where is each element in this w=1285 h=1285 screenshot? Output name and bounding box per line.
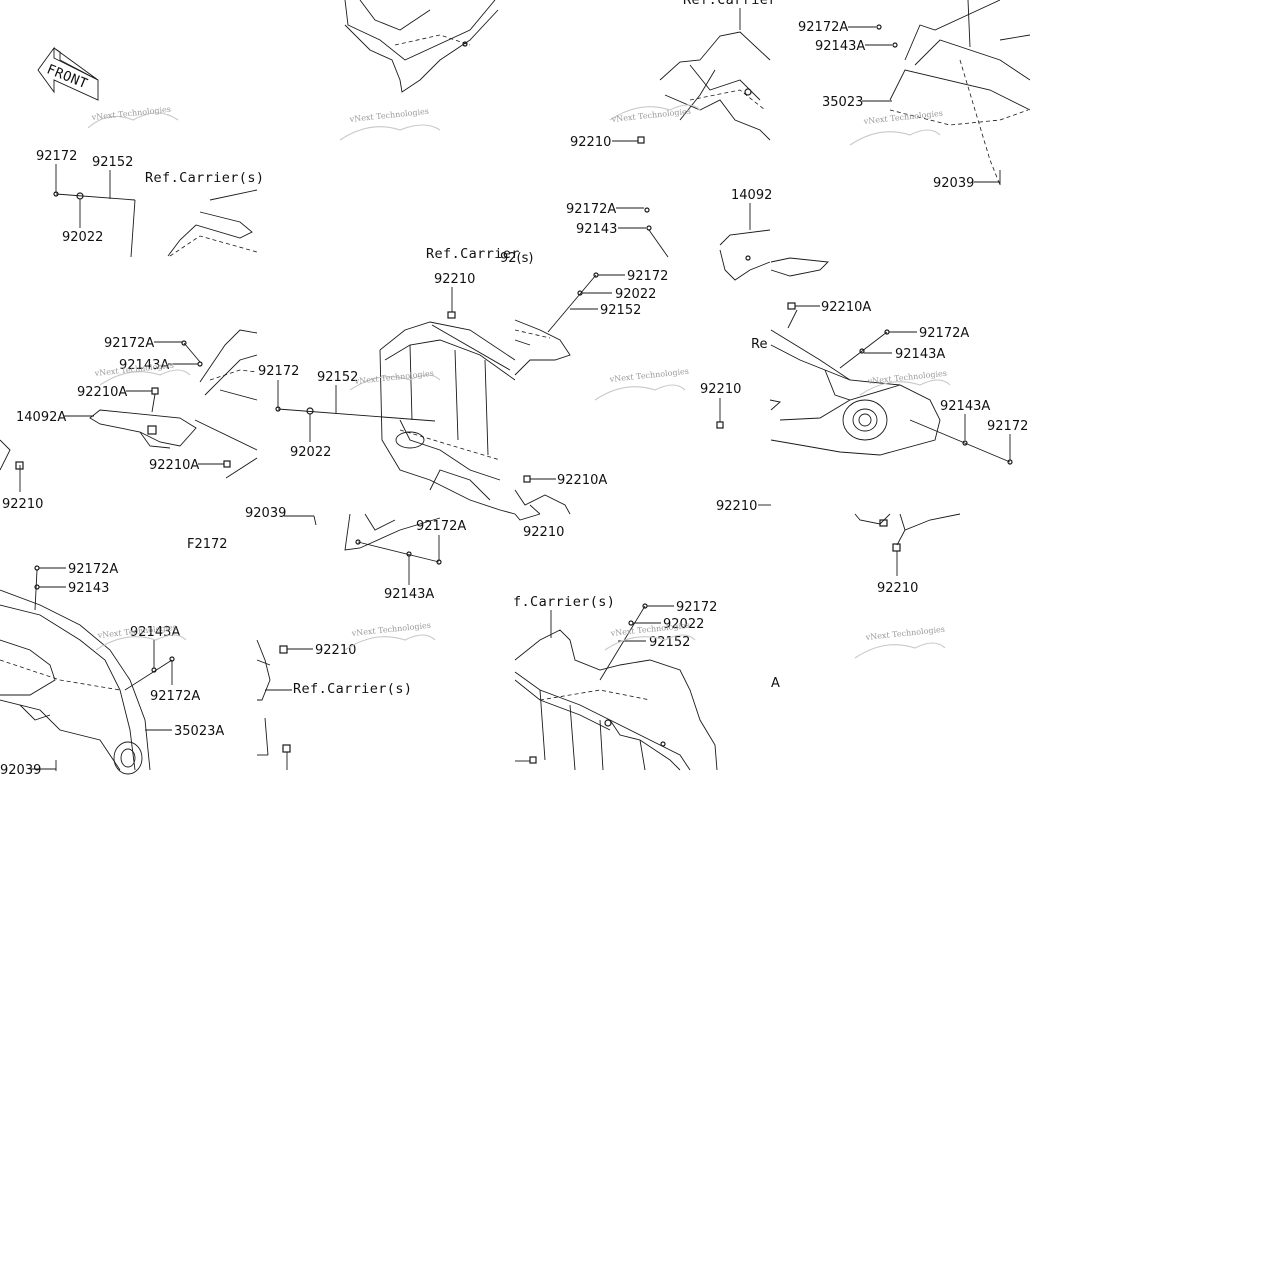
part-label-92172A: 92172A	[798, 20, 848, 35]
part-label-92172: 92172	[676, 600, 717, 615]
part-label-92143A: 92143A	[119, 358, 169, 373]
part-label-92210: 92210	[434, 272, 475, 287]
part-label-92210: 92210	[716, 499, 757, 514]
carrier-fragment-row3-middle-right: f.Carrier(s) 92172 92022 92152 vNext Tec…	[513, 594, 718, 771]
part-label-92143: 92143	[576, 222, 617, 237]
carrier-fragment-row2-middle: Ref.Carrier 92210 92172 92152 92022 vNex…	[187, 246, 520, 552]
part-label-92172A: 92172A	[416, 519, 466, 534]
part-label-92143A: 92143A	[895, 347, 945, 362]
part-label-92210A: 92210A	[77, 385, 127, 400]
figure-code: F2172	[187, 537, 228, 552]
part-label-92039: 92039	[0, 763, 41, 778]
part-label-92210A: 92210A	[557, 473, 607, 488]
part-label-92022: 92022	[62, 230, 103, 245]
part-label-14092A: 14092A	[16, 410, 66, 425]
part-label-92022: 92022	[615, 287, 656, 302]
part-label-92143A: 92143A	[815, 39, 865, 54]
part-label-92172A-b: 92172	[987, 419, 1028, 434]
carrier-fragment-row3-middle: 92172A 92143A	[344, 513, 466, 602]
part-label-92152: 92152	[317, 370, 358, 385]
part-label-92172A: 92172A	[150, 689, 200, 704]
part-label-92022: 92022	[290, 445, 331, 460]
part-label-35023: 35023	[822, 95, 863, 110]
part-label-92210: 92210	[570, 135, 611, 150]
part-label-92172: 92172	[36, 149, 77, 164]
callout-group-left-row1: 92172 92152 92022 Ref.Carrier(s)	[36, 149, 264, 258]
label-A: A	[771, 676, 780, 691]
part-label-92172: 92172	[258, 364, 299, 379]
part-label-92210: 92210	[315, 643, 356, 658]
part-label-92172A: 92172A	[566, 202, 616, 217]
part-label-92022: 92022	[663, 617, 704, 632]
ref-carrier-label: f.Carrier(s)	[513, 594, 615, 610]
part-label-35023A: 35023A	[174, 724, 224, 739]
part-label-fragment: 92(s)	[500, 251, 533, 266]
part-label-92210: 92210	[523, 525, 564, 540]
ref-carrier-label: Ref.Carrier	[683, 0, 777, 8]
ref-fragment: Re	[751, 337, 767, 352]
part-label-92172A: 92172A	[68, 562, 118, 577]
ref-carrier-label: Ref.Carrier	[426, 246, 520, 262]
part-label-92210A-b: 92210A	[149, 458, 199, 473]
part-label-92152: 92152	[600, 303, 641, 318]
ref-carrier-label: Ref.Carrier(s)	[145, 170, 264, 186]
part-label-92143A: 92143A	[384, 587, 434, 602]
carrier-fragment-row2-left: 92172A 92143A 92210A 14092A 92210A 92210…	[0, 329, 258, 512]
part-label-92143: 92143	[68, 581, 109, 596]
part-label-92210: 92210	[700, 382, 741, 397]
part-label-92172A: 92172A	[104, 336, 154, 351]
part-label-92039-fragment: 92039	[245, 506, 286, 521]
part-label-92039: 92039	[933, 176, 974, 191]
carrier-fragment-row2-right-middle: 92172A 92143 92(s) 92172 92022 92152 vNe…	[500, 202, 741, 540]
part-label-92210: 92210	[2, 497, 43, 512]
part-label-92143A: 92143A	[130, 625, 180, 640]
part-label-92172: 92172	[627, 269, 668, 284]
part-label-92172A: 92172A	[919, 326, 969, 341]
ref-carrier-label: Ref.Carrier(s)	[293, 681, 412, 697]
part-label-92210A: 92210A	[821, 300, 871, 315]
part-label-92210-b: 92210	[877, 581, 918, 596]
part-label-92152: 92152	[92, 155, 133, 170]
part-label-92143A-b: 92143A	[940, 399, 990, 414]
part-label-14092: 14092	[731, 188, 772, 203]
